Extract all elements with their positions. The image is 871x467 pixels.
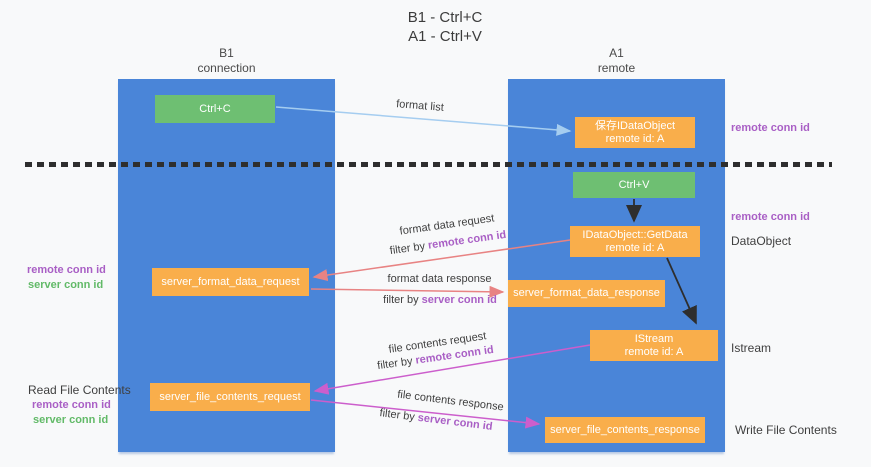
node-file-response-label: server_file_contents_response	[550, 423, 700, 436]
label-format-data-response-filter: filter by server conn id	[375, 294, 505, 306]
label-remote-conn-id-left-1: remote conn id	[27, 264, 106, 276]
node-ctrl-c: Ctrl+C	[155, 95, 275, 123]
diagram-title: B1 - Ctrl+C A1 - Ctrl+V	[20, 8, 870, 46]
remote-conn-id-key: remote conn id	[427, 228, 507, 252]
filter-by-text: filter by	[378, 407, 419, 424]
node-getdata-line1: IDataObject::GetData	[582, 228, 688, 241]
node-server-format-data-response: server_format_data_response	[508, 280, 665, 307]
lane-b1-name: B1	[219, 46, 234, 60]
server-conn-id-key: server conn id	[421, 294, 497, 306]
node-server-file-contents-request: server_file_contents_request	[150, 383, 310, 411]
label-remote-conn-id-mid-right: remote conn id	[731, 211, 810, 223]
node-istream-line1: IStream	[634, 332, 674, 345]
node-save-idataobject: 保存IDataObject remote id: A	[575, 117, 695, 148]
node-save-idataobject-line1: 保存IDataObject	[594, 119, 676, 132]
node-server-file-contents-response: server_file_contents_response	[545, 417, 705, 443]
label-remote-conn-id-left-2: remote conn id	[32, 399, 111, 411]
lane-b1-role: connection	[197, 61, 256, 75]
node-istream: IStream remote id: A	[590, 330, 718, 361]
label-server-conn-id-left-2: server conn id	[33, 414, 109, 426]
arrow-format-data-response	[310, 285, 505, 298]
node-format-response-label: server_format_data_response	[513, 287, 660, 299]
label-istream: Istream	[731, 341, 772, 355]
label-read-file-contents: Read File Contents	[28, 383, 131, 397]
lane-header-a1: A1 remote	[508, 46, 725, 76]
label-remote-conn-id-top-right: remote conn id	[731, 122, 810, 134]
label-format-data-response: format data response	[387, 273, 492, 285]
node-istream-line2: remote id: A	[624, 345, 684, 358]
filter-by-text: filter by	[383, 294, 422, 306]
server-conn-id-key: server conn id	[417, 411, 494, 433]
label-write-file-contents: Write File Contents	[735, 423, 837, 437]
dashed-separator-line	[25, 162, 832, 167]
label-server-conn-id-left-1: server conn id	[28, 279, 104, 291]
node-save-idataobject-line2: remote id: A	[605, 132, 665, 145]
lane-a1-name: A1	[609, 46, 624, 60]
node-ctrl-v-label: Ctrl+V	[618, 178, 650, 191]
node-ctrl-v: Ctrl+V	[573, 172, 695, 198]
label-dataobject: DataObject	[731, 234, 792, 248]
node-getdata-line2: remote id: A	[605, 241, 665, 254]
node-server-format-data-request: server_format_data_request	[152, 268, 309, 296]
node-file-request-label: server_file_contents_request	[159, 390, 301, 403]
title-line-1: B1 - Ctrl+C	[407, 9, 483, 26]
node-format-request-label: server_format_data_request	[161, 275, 300, 288]
node-idataobject-getdata: IDataObject::GetData remote id: A	[570, 226, 700, 257]
filter-by-text: filter by	[376, 354, 417, 373]
node-ctrl-c-label: Ctrl+C	[199, 102, 231, 115]
label-file-contents-response-filter: filter by server conn id	[376, 407, 497, 434]
filter-by-text: filter by	[389, 239, 429, 258]
title-line-2: A1 - Ctrl+V	[408, 28, 482, 45]
lane-a1-role: remote	[597, 61, 636, 75]
label-format-list: format list	[395, 98, 445, 114]
lane-header-b1: B1 connection	[118, 46, 335, 76]
